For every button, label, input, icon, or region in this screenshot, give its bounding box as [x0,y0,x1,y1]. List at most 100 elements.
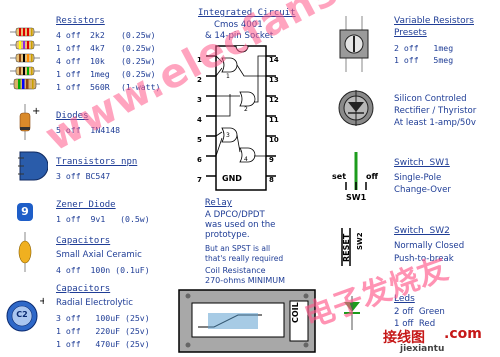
resistor-rating: (0.25w) [121,56,156,66]
resistor-value: 4k7 [90,43,105,53]
resistor-icons [10,27,40,90]
var-res-title: Variable Resistors [394,16,474,26]
diode-icon: + [19,104,40,140]
relay-title: Relay [205,198,233,208]
resistor-icon [10,78,40,90]
resistor-value: 1meg [90,69,110,79]
watermark-com: .com [444,326,482,342]
resistor-icon [10,27,40,37]
resistor-rating: (0.25w) [121,69,156,79]
preset-icon [339,16,369,72]
leds-row: 1 off Red [394,319,436,329]
scr-line: Silicon Controled [394,94,467,104]
ceramic-caps-title: Capacitors [56,236,111,246]
switch-sw1-icon [345,152,367,190]
ic-line1: Cmos 4001 [214,20,263,30]
ic-pin-label: 13 [269,76,279,84]
electro-caps-subtitle: Radial Electrolytic [56,298,134,308]
ic-gate-label: 1 [226,73,230,80]
ic-pin-label: 6 [197,156,202,164]
resistor-icon [10,40,40,50]
ceramic-caps-line: 4 off 100n (0.1uF) [56,265,150,275]
watermark-site: jiexiantu [400,344,445,354]
switch-sw2-label: SW2 [356,232,364,250]
resistor-value: 560R [90,82,110,92]
ic-pin-label: 5 [197,136,202,144]
ic-pin-label: 14 [269,56,279,64]
thyristor-icon [338,90,374,126]
resistor-value: 2k2 [90,30,105,40]
ic-gnd-label: GND [222,174,242,183]
scr-line: Rectifier / Thyristor [394,106,477,116]
ic-pin-label: 8 [269,176,274,184]
switch1-title: Switch SW1 [394,158,450,168]
relay-coil-label: COIL [291,302,300,323]
resistor-icon [10,53,40,63]
resistor-icon [10,66,40,76]
electrolytic-capacitor-icon: + [6,296,44,332]
resistors-title: Resistors [56,16,105,26]
resistor-qty: 1 off [56,69,81,79]
ic-pin-label: 2 [197,76,202,84]
transistors-line: 3 off BC547 [56,171,111,181]
switch-off-label: off [366,172,378,181]
relay-line: A DPCO/DPDT [205,210,265,220]
resistor-qty: 1 off [56,43,81,53]
relay-coil-text: Coil Resistance [205,266,266,275]
switch-sw2-icon [341,228,351,266]
zener-line: 1 off 9v1 (0.5w) [56,214,150,224]
ic-pin-label: 11 [269,116,279,124]
ic-line2: & 14-pin Socket [205,31,274,41]
svg-text:+: + [32,106,40,117]
ic-left-pins: 1 2 3 4 5 6 7 [197,50,202,190]
var-res-row: 2 off 1meg [394,43,454,53]
resistor-qty: 4 off [56,56,81,66]
resistor-value: 10k [90,56,105,66]
relay-line: prototype. [205,230,250,240]
switch-reset-label: RESET [342,233,351,262]
ic-pin-label: 9 [269,156,274,164]
leds-title: Leds [394,294,415,304]
transistors-title: Transistors npn [56,157,138,167]
switch1-line: Change-Over [394,185,451,195]
switch2-line: Push-to-break [394,254,454,264]
zener-title: Zener Diode [56,200,116,210]
var-res-row: 1 off 5meg [394,55,454,65]
var-res-subtitle: Presets [394,28,427,38]
electrolytic-label: C2 [16,310,28,319]
ic-pin-label: 7 [197,176,202,184]
relay-note: that's really required [205,254,284,263]
relay-coil-text: 270-ohms MINIMUM [205,276,286,285]
switch2-title: Switch SW2 [394,226,450,236]
diodes-line: 5 off IN4148 [56,125,121,135]
switch1-line: Single-Pole [394,173,442,183]
zener-icon: 9 [17,203,33,221]
ic-pin-label: 3 [197,96,202,104]
scr-line: At least 1-amp/50v [394,118,476,128]
switch-set-label: set [332,172,347,181]
resistor-qty: 1 off [56,82,81,92]
ic-right-pins: 14 13 12 11 10 9 8 [269,50,279,190]
ic-pin-label: 12 [269,96,279,104]
ic-pin-label: 1 [197,56,202,64]
transistor-icon [18,151,48,181]
svg-text:+: + [39,296,44,307]
relay-icon [178,289,316,353]
ic-4001-diagram [206,45,276,191]
ceramic-capacitor-icon [18,232,32,272]
resistor-rating: (1-watt) [121,82,161,92]
switch2-line: Normally Closed [394,241,465,251]
resistor-rating: (0.25w) [121,43,156,53]
ic-gate-label: 3 [226,132,230,139]
relay-line: was used on the [205,220,276,230]
ceramic-caps-subtitle: Small Axial Ceramic [56,250,142,260]
watermark-cn2: 接线图 [383,330,425,346]
ic-title: Integrated Circuit [198,8,296,18]
diodes-title: Diodes [56,111,89,121]
ic-pin-label: 10 [269,136,279,144]
electro-caps-row: 1 off 470uF (25v) [56,339,150,349]
led-icon [344,296,360,330]
switch-sw1-label: SW1 [346,193,367,202]
electro-caps-row: 1 off 220uF (25v) [56,326,150,336]
electro-caps-row: 3 off 100uF (25v) [56,313,150,323]
